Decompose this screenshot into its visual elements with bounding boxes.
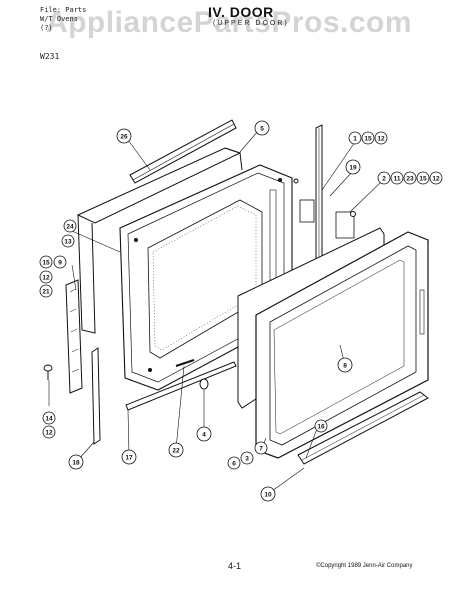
- file-header-line1: File: Parts: [40, 6, 87, 14]
- callout-13: 13: [61, 234, 75, 248]
- callout-16: 16: [314, 419, 328, 433]
- svg-text:15: 15: [419, 176, 427, 183]
- svg-text:26: 26: [120, 134, 128, 141]
- part-14-screw: [43, 364, 53, 380]
- svg-text:17: 17: [125, 455, 133, 462]
- callout-8: 8: [337, 357, 353, 373]
- callout-23: 23: [403, 171, 417, 185]
- svg-text:2: 2: [382, 176, 386, 183]
- svg-text:15: 15: [42, 260, 50, 267]
- part-16-bottom-trim: [297, 391, 429, 465]
- svg-text:1: 1: [353, 136, 357, 143]
- callout-12-b: 12: [429, 171, 443, 185]
- svg-text:14: 14: [45, 416, 53, 423]
- callout-11: 11: [390, 171, 404, 185]
- part-4-bumper: [199, 378, 209, 390]
- svg-text:7: 7: [259, 446, 263, 453]
- file-header-line2: W/T Ovens: [40, 15, 78, 23]
- callout-12: 12: [374, 131, 388, 145]
- part-5-door-gasket: [76, 147, 243, 334]
- svg-text:10: 10: [264, 492, 272, 499]
- model-number: W231: [40, 52, 60, 61]
- callout-10: 10: [260, 486, 276, 502]
- svg-text:18: 18: [72, 460, 80, 467]
- file-header: File: Parts W/T Ovens (?): [40, 6, 86, 33]
- svg-text:13: 13: [64, 239, 72, 246]
- callout-18: 18: [68, 454, 84, 470]
- leader-lines: [48, 130, 383, 492]
- svg-text:23: 23: [406, 176, 414, 183]
- callout-12-d: 12: [42, 425, 56, 439]
- svg-text:21: 21: [42, 289, 50, 296]
- svg-text:6: 6: [232, 461, 236, 468]
- part-26-top-trim: [129, 119, 237, 184]
- callout-24: 24: [63, 219, 77, 233]
- part-18-side-strip: [91, 347, 101, 445]
- svg-text:8: 8: [343, 363, 347, 370]
- svg-text:16: 16: [317, 424, 325, 431]
- callout-15-c: 15: [39, 255, 53, 269]
- page-number: 4-1: [228, 561, 242, 571]
- part-1-hinge-rail: [293, 124, 356, 266]
- svg-text:15: 15: [364, 136, 372, 143]
- callout-2: 2: [377, 171, 391, 185]
- callout-19: 19: [345, 159, 361, 175]
- callout-15-b: 15: [416, 171, 430, 185]
- callout-12-c: 12: [39, 270, 53, 284]
- svg-text:12: 12: [42, 275, 50, 282]
- part-17-bottom-strip: [125, 361, 237, 411]
- svg-text:11: 11: [394, 176, 401, 183]
- svg-text:19: 19: [349, 165, 357, 172]
- part-9-left-hinge: [65, 279, 83, 394]
- page-title: IV. DOOR: [208, 4, 274, 20]
- callout-17: 17: [121, 449, 137, 465]
- callout-9: 9: [53, 255, 67, 269]
- svg-text:12: 12: [45, 430, 53, 437]
- file-header-line3: (?): [40, 24, 53, 32]
- svg-text:3: 3: [245, 456, 249, 463]
- svg-text:5: 5: [260, 126, 264, 133]
- callout-21: 21: [39, 284, 53, 298]
- svg-text:12: 12: [377, 136, 385, 143]
- svg-text:9: 9: [58, 260, 62, 267]
- svg-text:22: 22: [172, 448, 180, 455]
- callout-14: 14: [42, 411, 56, 425]
- callout-26: 26: [116, 128, 132, 144]
- callout-4: 4: [196, 426, 212, 442]
- part-22-bracket: [175, 359, 195, 367]
- callout-6: 6: [227, 456, 241, 470]
- callout-7: 7: [254, 441, 268, 455]
- callout-22: 22: [168, 442, 184, 458]
- callout-5: 5: [254, 120, 270, 136]
- svg-text:4: 4: [202, 432, 206, 439]
- copyright-notice: ©Copyright 1989 Jenn-Air Company: [316, 563, 413, 569]
- callout-15: 15: [361, 131, 375, 145]
- svg-text:12: 12: [432, 176, 440, 183]
- callout-3: 3: [240, 451, 254, 465]
- callout-1: 1: [348, 131, 362, 145]
- page-subtitle: (UPPER DOOR): [213, 20, 289, 27]
- svg-text:24: 24: [66, 224, 74, 231]
- callout-labels: 26 5 1 15 12 19 2 11 23 15 12 24 13 15 9…: [39, 120, 443, 502]
